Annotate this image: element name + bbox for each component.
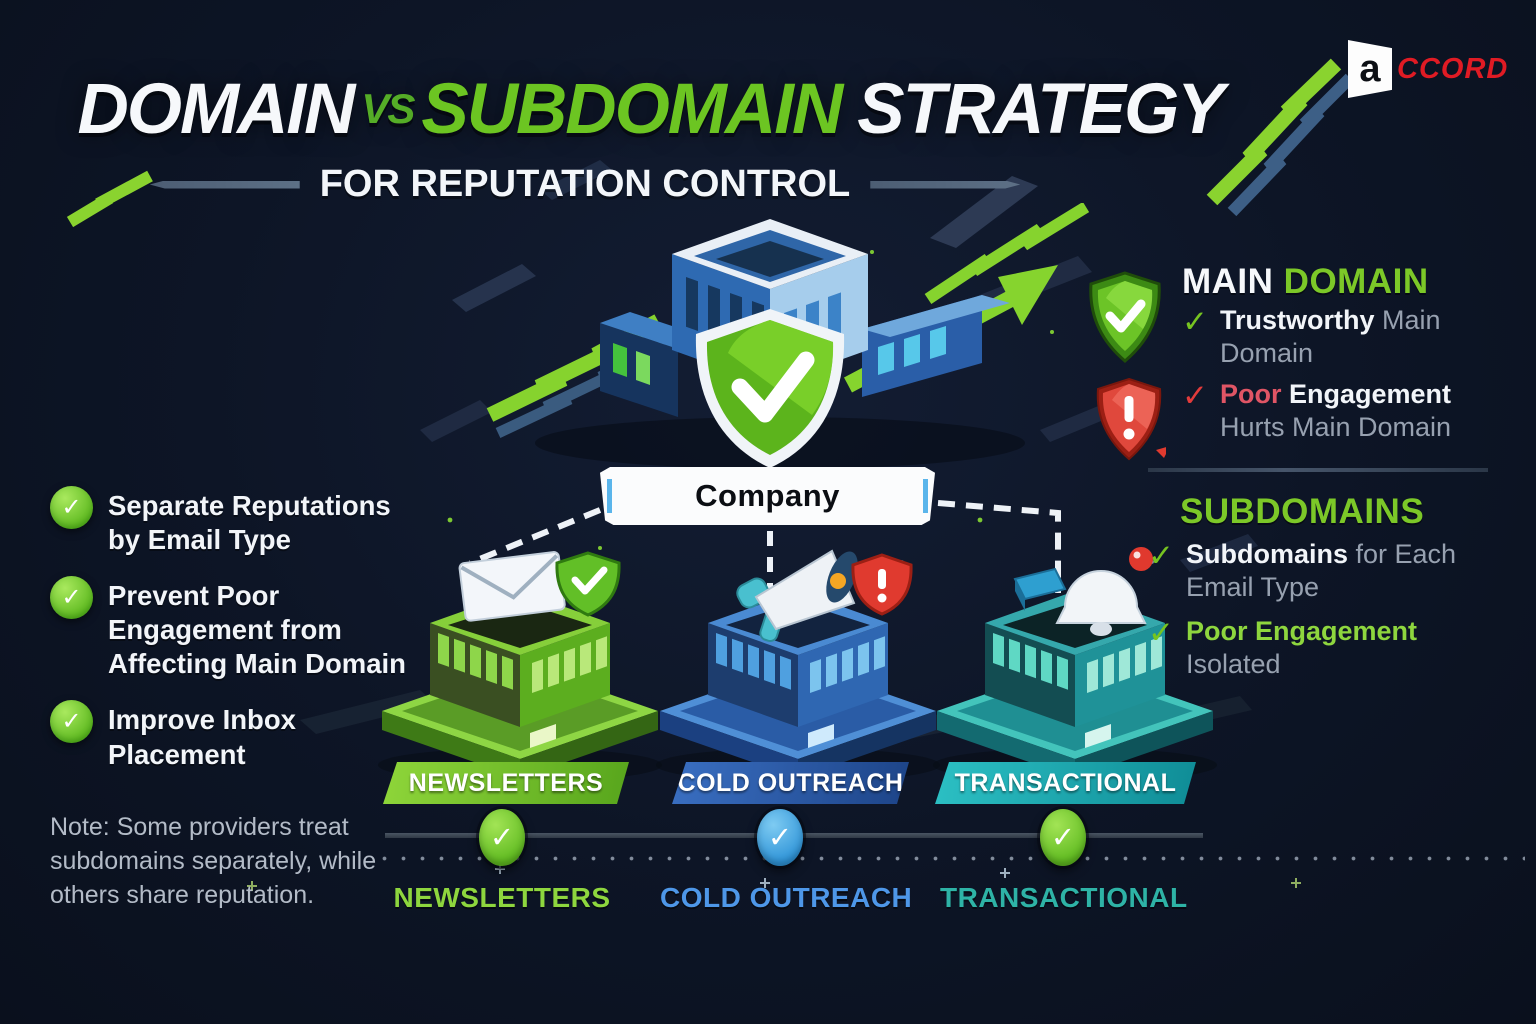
- cold-outreach-check-icon: ✓: [757, 809, 803, 866]
- bell-icon: [1055, 547, 1153, 636]
- subtitle-text: FOR REPUTATION CONTROL: [319, 163, 851, 205]
- title-word-vs: VS: [361, 85, 415, 132]
- transactional-ribbon-label: TRANSACTIONAL: [954, 768, 1177, 797]
- check-glyph: ✓: [61, 584, 82, 612]
- megaphone-icon: [736, 549, 858, 643]
- item-bold: Trustworthy: [1219, 305, 1375, 335]
- title-word-domain: DOMAIN: [77, 70, 355, 149]
- main-domain-heading: MAIN DOMAIN: [1182, 262, 1429, 302]
- check-icon: ✓: [1182, 378, 1208, 413]
- company-label: Company: [695, 478, 840, 513]
- shield-alert-icon: [851, 553, 913, 616]
- subtitle-dash-right: [870, 180, 1021, 189]
- check-glyph: ✓: [61, 708, 82, 736]
- lightning-bolt-title-right-icon: [1206, 58, 1355, 217]
- lightning-bolt-top-left-icon: [66, 170, 153, 228]
- newsletters-check-icon: ✓: [479, 809, 525, 866]
- benefit-label: Prevent Poor Engagement from Affecting M…: [108, 580, 406, 680]
- brand-logo: a CCORD: [1348, 40, 1508, 98]
- envelope-icon: [458, 551, 566, 622]
- page-subtitle: FOR REPUTATION CONTROL: [0, 163, 1170, 206]
- dotted-separator: [375, 856, 1525, 861]
- cold-outreach-building: [656, 549, 940, 780]
- main-building-illustration: [486, 203, 1090, 469]
- shield-alert-red-icon: [1096, 377, 1166, 461]
- item-green: Poor Engagement: [1185, 616, 1418, 646]
- newsletters-bottom-label: NEWSLETTERS: [393, 882, 611, 913]
- transactional-building: [933, 547, 1217, 780]
- check-circle-icon: ✓: [50, 486, 93, 529]
- benefit-item: ✓ Prevent Poor Engagement from Affecting…: [50, 576, 470, 681]
- brand-name: CCORD: [1397, 52, 1509, 85]
- brand-mark-letter: a: [1359, 48, 1381, 90]
- main-domain-heading-green: DOMAIN: [1283, 262, 1429, 301]
- title-word-strategy: STRATEGY: [857, 70, 1224, 149]
- benefit-item: ✓ Separate Reputations by Email Type: [50, 486, 470, 557]
- check-glyph: ✓: [767, 822, 793, 854]
- cold-outreach-ribbon-label: COLD OUTREACH: [677, 768, 904, 797]
- check-circle-icon: ✓: [50, 576, 93, 620]
- cold-outreach-ribbon: COLD OUTREACH: [672, 762, 909, 804]
- item-muted: Main Domain: [1219, 305, 1441, 368]
- newsletters-ribbon-label: NEWSLETTERS: [408, 768, 604, 797]
- cold-outreach-bottom-label: COLD OUTREACH: [660, 882, 913, 913]
- subdomains-heading: SUBDOMAINS: [1180, 492, 1425, 531]
- parcel-icon: [1013, 567, 1067, 611]
- check-icon: ✓: [1148, 538, 1174, 573]
- subdomains-item-isolated: ✓ Poor Engagement Isolated: [1148, 615, 1488, 681]
- check-glyph: ✓: [61, 494, 82, 521]
- benefits-list: ✓ Separate Reputations by Email Type ✓ P…: [50, 486, 470, 791]
- shield-check-green-icon: [1089, 271, 1161, 363]
- main-domain-item-poor-engagement: ✓ Poor Engagement Hurts Main Domain: [1182, 378, 1492, 444]
- item-muted: for Each Email Type: [1185, 539, 1457, 602]
- check-icon: ✓: [1148, 615, 1174, 650]
- subtitle-dash-left: [149, 180, 300, 189]
- company-node: Company: [600, 467, 935, 525]
- transactional-ribbon: TRANSACTIONAL: [935, 762, 1196, 804]
- newsletters-building: [378, 551, 662, 780]
- item-bold: Engagement: [1281, 379, 1452, 409]
- item-muted: Hurts Main Domain: [1219, 411, 1452, 442]
- footnote: Note: Some providers treat subdomains se…: [50, 813, 377, 909]
- benefit-label: Separate Reputations by Email Type: [108, 490, 391, 556]
- item-red: Poor: [1219, 379, 1282, 409]
- newsletters-ribbon: NEWSLETTERS: [383, 762, 629, 804]
- check-icon: ✓: [1182, 304, 1208, 339]
- benefit-label: Improve Inbox Placement: [108, 704, 296, 770]
- transactional-check-icon: ✓: [1040, 809, 1086, 866]
- building-left-wing: [600, 312, 708, 417]
- subdomains-item-each-type: ✓ Subdomains for Each Email Type: [1148, 538, 1488, 604]
- item-bold: Subdomains: [1185, 539, 1348, 569]
- main-domain-item-trustworthy: ✓ Trustworthy Main Domain: [1182, 304, 1482, 370]
- transactional-bottom-label: TRANSACTIONAL: [940, 882, 1188, 913]
- lightning-bolt-right-icon: [924, 203, 1090, 304]
- check-glyph: ✓: [489, 822, 515, 854]
- check-circle-icon: ✓: [50, 700, 93, 744]
- shield-check-small-icon: [555, 551, 621, 617]
- main-domain-heading-white: MAIN: [1182, 262, 1274, 301]
- shield-check-main-icon: [695, 309, 845, 468]
- check-glyph: ✓: [1050, 822, 1076, 854]
- building-right-wing: [862, 295, 1010, 397]
- title-word-subdomain: SUBDOMAIN: [421, 70, 843, 149]
- item-muted: Isolated: [1185, 648, 1281, 679]
- benefit-item: ✓ Improve Inbox Placement: [50, 700, 470, 771]
- brand-mark-icon: a: [1348, 40, 1392, 98]
- right-panel-divider: [1148, 468, 1488, 472]
